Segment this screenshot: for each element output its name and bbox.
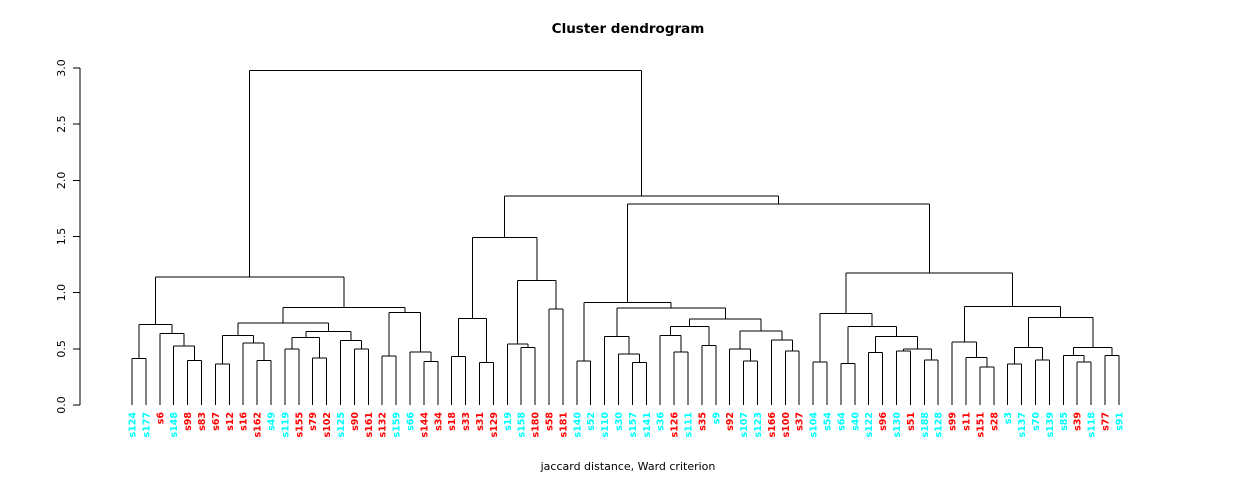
leaf-label: s36 — [656, 412, 667, 431]
leaf-label: s98 — [183, 412, 194, 431]
leaf-label: s188 — [920, 412, 931, 438]
leaf-label: s140 — [572, 412, 583, 438]
leaf-label: s30 — [614, 412, 625, 431]
leaf-label: s181 — [558, 412, 569, 438]
leaf-label: s132 — [378, 412, 389, 438]
leaf-label: s85 — [1059, 412, 1070, 431]
leaf-label: s39 — [1073, 412, 1084, 431]
leaf-label: s19 — [503, 412, 514, 431]
leaf-label: s123 — [753, 412, 764, 438]
leaf-label: s11 — [962, 412, 973, 431]
leaf-label: s159 — [392, 412, 403, 438]
leaf-label: s158 — [517, 412, 528, 438]
x-axis-label: jaccard distance, Ward criterion — [540, 460, 716, 473]
leaf-label: s33 — [461, 412, 472, 431]
leaf-label: s6 — [155, 412, 166, 425]
leaf-label: s35 — [697, 412, 708, 431]
leaf-label: s66 — [406, 412, 417, 431]
leaf-label: s119 — [280, 412, 291, 438]
dendrogram-tree — [131, 69, 1120, 405]
leaf-label: s58 — [545, 412, 556, 431]
leaf-label: s79 — [308, 412, 319, 431]
leaf-label: s83 — [197, 412, 208, 431]
leaf-label: s54 — [823, 412, 834, 431]
leaf-label: s12 — [225, 412, 236, 431]
leaf-label: s18 — [447, 412, 458, 431]
leaf-label: s124 — [128, 412, 139, 438]
leaf-label: s34 — [433, 412, 444, 431]
leaf-label: s157 — [628, 412, 639, 438]
y-tick-label: 2.0 — [55, 172, 68, 190]
leaf-label: s102 — [322, 412, 333, 438]
leaf-label: s70 — [1031, 412, 1042, 431]
leaf-label: s177 — [141, 412, 152, 438]
leaf-label: s31 — [475, 412, 486, 431]
leaf-label: s126 — [670, 412, 681, 438]
leaf-label: s130 — [892, 412, 903, 438]
leaf-label: s16 — [239, 412, 250, 431]
leaf-label: s99 — [948, 412, 959, 431]
leaf-label: s128 — [934, 412, 945, 438]
y-tick-label: 3.0 — [55, 59, 68, 77]
y-tick-label: 1.0 — [55, 284, 68, 302]
y-tick-label: 2.5 — [55, 115, 68, 133]
leaf-label: s52 — [586, 412, 597, 431]
leaf-label: s104 — [809, 412, 820, 438]
leaf-label: s64 — [836, 412, 847, 431]
leaf-label: s77 — [1101, 412, 1112, 431]
y-tick-label: 1.5 — [55, 228, 68, 246]
leaf-label: s28 — [989, 412, 1000, 431]
leaf-label: s129 — [489, 412, 500, 438]
leaf-label: s137 — [1017, 412, 1028, 438]
leaf-label: s180 — [531, 412, 542, 438]
leaf-label: s90 — [350, 412, 361, 431]
y-tick-label: 0.5 — [55, 340, 68, 358]
leaf-label: s37 — [795, 412, 806, 431]
chart-title: Cluster dendrogram — [552, 21, 705, 37]
leaf-label: s148 — [169, 412, 180, 438]
y-tick-label: 0.0 — [55, 396, 68, 414]
leaf-label: s144 — [419, 412, 430, 438]
leaf-label: s91 — [1114, 412, 1125, 431]
leaf-label: s125 — [336, 412, 347, 438]
leaf-label: s67 — [211, 412, 222, 431]
leaf-label: s111 — [684, 412, 695, 438]
leaf-label: s141 — [642, 412, 653, 438]
leaf-label: s155 — [294, 412, 305, 438]
leaf-label: s139 — [1045, 412, 1056, 438]
leaf-label: s3 — [1003, 412, 1014, 424]
leaf-label: s122 — [864, 412, 875, 438]
leaf-label: s51 — [906, 412, 917, 431]
leaf-label: s166 — [767, 412, 778, 438]
leaf-label: s151 — [975, 412, 986, 438]
leaf-label: s9 — [711, 412, 722, 424]
leaf-label: s161 — [364, 412, 375, 438]
leaf-label: s96 — [878, 412, 889, 431]
leaf-label: s162 — [253, 412, 264, 438]
leaf-label: s118 — [1087, 412, 1098, 438]
leaf-label: s107 — [739, 412, 750, 438]
y-axis: 0.0 0.5 1.0 1.5 2.0 2.5 3.0 — [55, 59, 81, 414]
leaf-label: s92 — [725, 412, 736, 431]
leaf-label: s110 — [600, 412, 611, 438]
leaf-label: s49 — [267, 412, 278, 431]
leaf-label: s40 — [850, 412, 861, 431]
leaf-label: s100 — [781, 412, 792, 438]
